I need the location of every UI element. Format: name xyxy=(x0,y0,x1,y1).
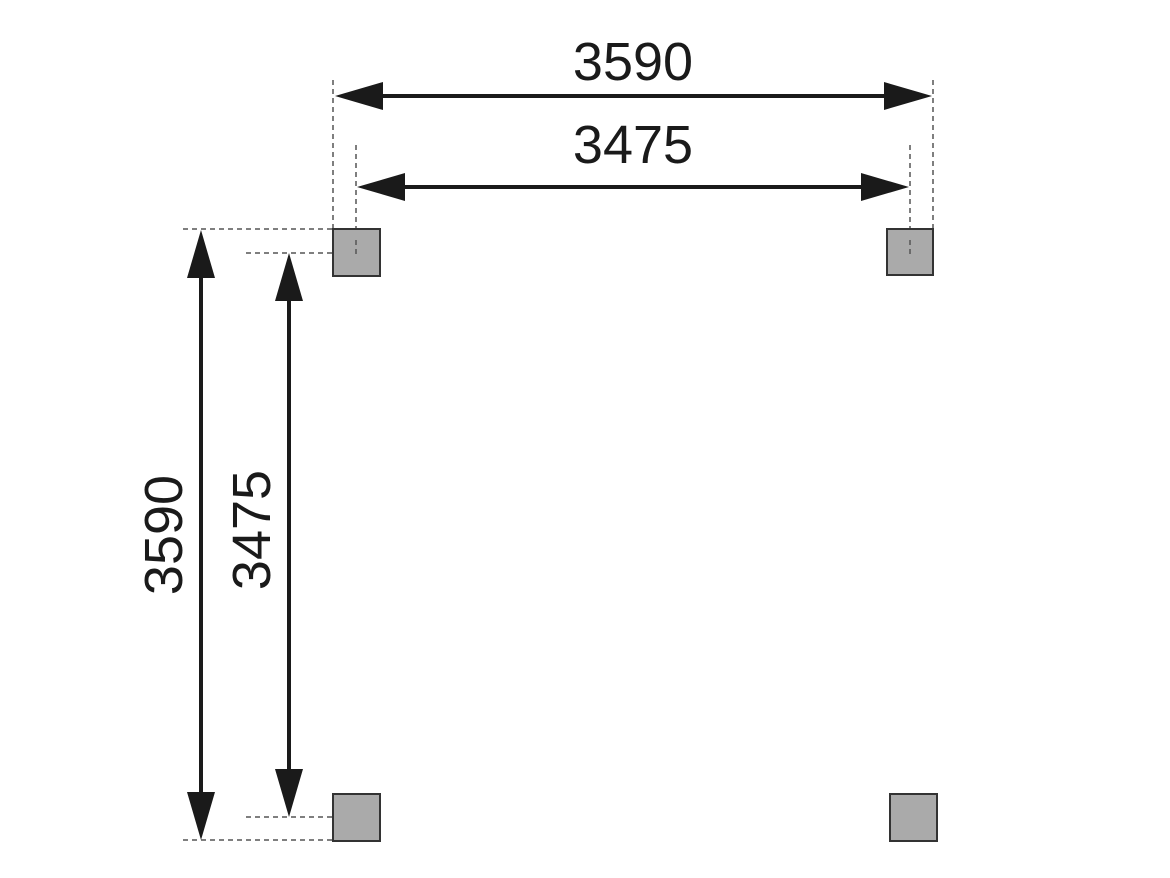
dimension-left-outer: 3590 xyxy=(134,230,215,840)
dim-label-left-inner: 3475 xyxy=(222,470,282,590)
arrowhead-right-icon xyxy=(861,173,909,201)
dimension-left-inner: 3475 xyxy=(222,253,303,817)
arrowhead-up-icon xyxy=(187,230,215,278)
arrowhead-down-icon xyxy=(187,792,215,840)
arrowhead-up-icon xyxy=(275,253,303,301)
post-bottom-right xyxy=(889,793,938,842)
dimension-top-inner: 3475 xyxy=(357,115,909,201)
dim-label-left-outer: 3590 xyxy=(134,475,194,595)
dimension-top-outer: 3590 xyxy=(335,32,932,110)
arrowhead-right-icon xyxy=(884,82,932,110)
dim-label-top-inner: 3475 xyxy=(573,115,693,175)
arrowhead-left-icon xyxy=(335,82,383,110)
post-bottom-left xyxy=(332,793,381,842)
posts xyxy=(332,228,938,842)
dim-label-top-outer: 3590 xyxy=(573,32,693,92)
arrowhead-down-icon xyxy=(275,769,303,817)
arrowhead-left-icon xyxy=(357,173,405,201)
